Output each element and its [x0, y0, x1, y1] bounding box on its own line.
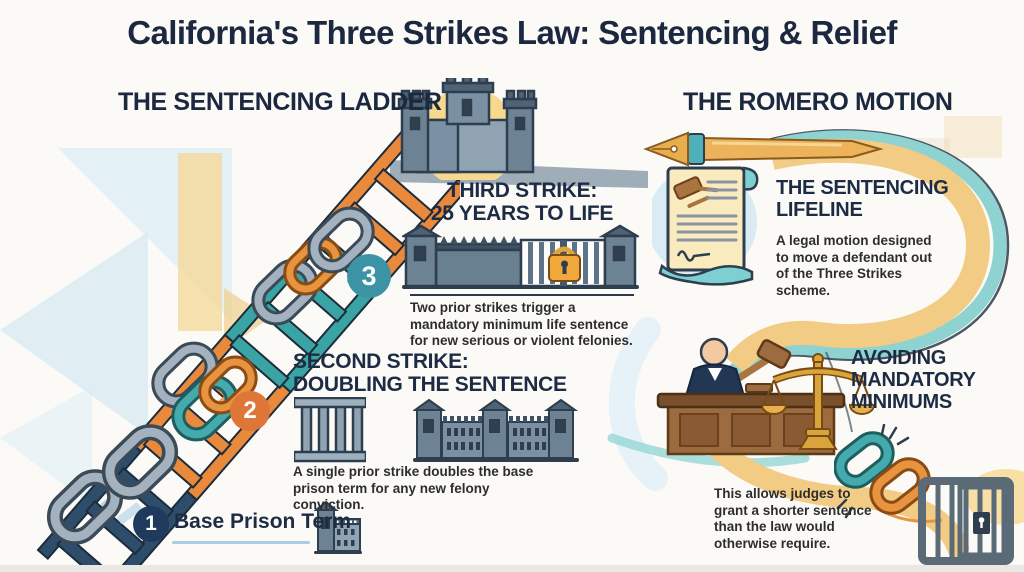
third-strike-body: Two prior strikes trigger a mandatory mi… — [410, 300, 633, 349]
strike-2-badge: 2 — [230, 391, 270, 431]
scales-of-justice-icon — [762, 353, 874, 450]
avoiding-minimums-heading: AVOIDING MANDATORY MINIMUMS — [851, 347, 976, 413]
sentencing-ladder-heading: THE SENTENCING LADDER — [118, 88, 442, 116]
strike-1-badge: 1 — [133, 506, 169, 542]
prison-gate-icon — [402, 224, 639, 289]
third-strike-divider — [410, 294, 634, 296]
chain-link-icon — [46, 206, 375, 545]
avoiding-minimums-body: This allows judges to grant a shorter se… — [714, 486, 872, 552]
prison-tower-icon — [314, 500, 362, 554]
second-strike-heading: SECOND STRIKE: DOUBLING THE SENTENCE — [293, 350, 567, 397]
castle-icon — [397, 78, 538, 180]
prison-complex-icon — [413, 398, 579, 462]
romero-motion-heading: THE ROMERO MOTION — [683, 88, 953, 116]
fountain-pen-icon — [643, 131, 884, 167]
jail-cell-icon — [918, 477, 1014, 565]
page-title: California's Three Strikes Law: Sentenci… — [127, 14, 897, 51]
gavel-icon — [734, 339, 792, 383]
bottom-strip — [0, 565, 1024, 572]
jail-bars-icon — [294, 397, 366, 463]
legal-scroll-icon — [652, 166, 759, 286]
third-strike-heading: THIRD STRIKE: 25 YEARS TO LIFE — [430, 179, 614, 226]
sentencing-lifeline-body: A legal motion designed to move a defend… — [776, 233, 933, 299]
strike-3-badge: 3 — [347, 254, 391, 298]
judge-icon — [656, 337, 846, 456]
broken-chain-icon — [834, 424, 931, 519]
base-prison-term-label: Base Prison Term — [174, 510, 352, 533]
base-term-underline — [172, 541, 310, 544]
sentencing-lifeline-heading: THE SENTENCING LIFELINE — [776, 177, 949, 221]
second-strike-body: A single prior strike doubles the base p… — [293, 464, 534, 513]
